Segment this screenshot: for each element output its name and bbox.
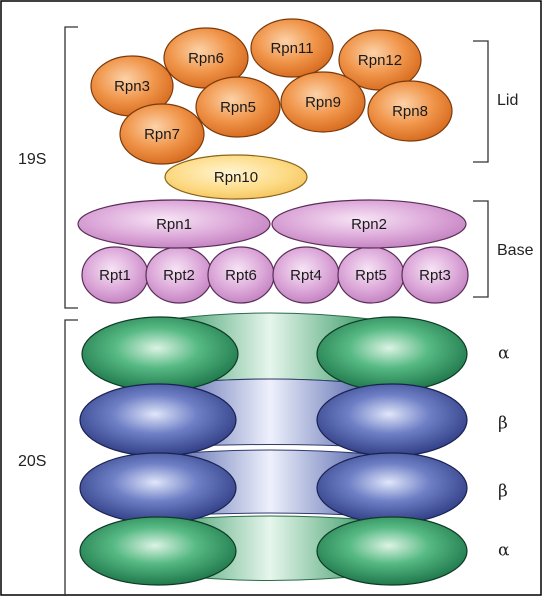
bracket-19s (64, 26, 78, 309)
label-base: Base (497, 242, 534, 259)
label-rpt3: Rpt3 (419, 267, 451, 284)
label-rpn7: Rpn7 (144, 126, 180, 143)
label-rpn2: Rpn2 (351, 216, 387, 233)
subunit-rpn8 (367, 80, 453, 142)
subunit-rpn1 (77, 199, 271, 249)
label-rpn1: Rpn1 (156, 216, 192, 233)
bracket-lid (473, 40, 489, 163)
label-rpn9: Rpn9 (305, 94, 341, 111)
base-large-subunits: Rpn1 Rpn2 (77, 199, 467, 249)
lid-subunits: Rpn6 Rpn11 Rpn12 Rpn3 Rpn5 Rpn9 Rpn8 Rpn… (90, 18, 453, 165)
subunit-rpn5 (195, 76, 281, 138)
label-rpn6: Rpn6 (188, 50, 224, 67)
subunit-rpn9 (280, 71, 366, 133)
beta-ring-1-right (316, 383, 468, 457)
label-rpt1: Rpt1 (99, 267, 131, 284)
label-rpt4: Rpt4 (290, 267, 322, 284)
label-20s: 20S (18, 453, 46, 470)
hinge-subunit: Rpn10 (164, 154, 308, 200)
ring-label-beta-1: β (498, 414, 508, 434)
label-rpn11: Rpn11 (270, 40, 313, 57)
alpha-ring-top-left (81, 316, 239, 392)
core-rings (79, 316, 468, 586)
label-rpn10: Rpn10 (214, 169, 258, 186)
beta-ring-2-left (79, 452, 237, 524)
beta-ring-1-left (79, 383, 237, 457)
label-rpn12: Rpn12 (358, 52, 402, 69)
alpha-ring-bottom-left (79, 516, 237, 586)
label-rpt5: Rpt5 (355, 267, 387, 284)
label-19s: 19S (18, 151, 46, 168)
label-rpt2: Rpt2 (163, 267, 195, 284)
ring-label-alpha-bottom: α (498, 541, 510, 561)
label-rpn3: Rpn3 (114, 78, 150, 95)
alpha-ring-bottom-right (316, 516, 468, 586)
subunit-rpn11 (250, 18, 334, 78)
beta-ring-2-right (316, 452, 468, 524)
subunit-rpn7 (119, 103, 205, 165)
bracket-base (473, 200, 489, 298)
base-rpt-ring: Rpt1 Rpt2 Rpt6 Rpt4 Rpt5 Rpt3 (81, 246, 469, 304)
subunit-rpn2 (271, 199, 467, 249)
ring-label-beta-2: β (498, 482, 508, 502)
label-rpn8: Rpn8 (392, 103, 428, 120)
bracket-20s (64, 319, 78, 596)
alpha-ring-top-right (316, 316, 468, 392)
subunit-rpt3 (401, 246, 469, 304)
label-rpt6: Rpt6 (225, 267, 257, 284)
subunit-rpn10 (164, 154, 308, 200)
label-lid: Lid (497, 92, 518, 109)
ring-label-alpha-top: α (498, 344, 510, 364)
label-rpn5: Rpn5 (220, 99, 256, 116)
